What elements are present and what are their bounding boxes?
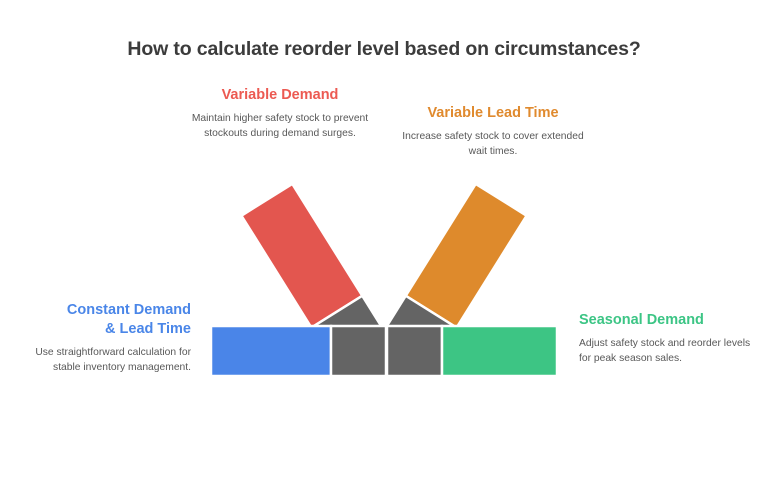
callout-variable-lead-time-heading: Variable Lead Time [427, 105, 559, 121]
variable-demand-unit [239, 182, 395, 379]
variable-lead-time-bar [404, 182, 529, 330]
variable-demand-foot [309, 294, 395, 379]
callout-variable-lead-time: Variable Lead Time Increase safety stock… [398, 104, 588, 160]
callout-constant-heading: Constant Demand & Lead Time [20, 301, 191, 339]
variable-demand-bar [239, 182, 364, 330]
constant-demand-unit [209, 324, 388, 378]
callout-seasonal-demand-body: Adjust safety stock and reorder levels f… [579, 337, 751, 364]
variable-lead-time-foot [373, 294, 459, 379]
callout-constant-heading-line-2: & Lead Time [105, 320, 191, 337]
seasonal-demand-unit [385, 324, 559, 378]
callout-variable-demand: Variable Demand Maintain higher safety s… [186, 86, 374, 142]
callout-constant-demand-lead-time: Constant Demand & Lead Time Use straight… [20, 301, 191, 376]
callout-variable-lead-time-body: Increase safety stock to cover extended … [402, 130, 584, 157]
constant-demand-foot [329, 324, 388, 378]
constant-demand-bar [209, 324, 333, 378]
callout-constant-heading-line-1: Constant Demand [66, 302, 191, 318]
callout-seasonal-demand-heading: Seasonal Demand [579, 312, 704, 328]
seasonal-demand-foot [385, 324, 444, 378]
callout-variable-demand-body: Maintain higher safety stock to prevent … [191, 112, 369, 139]
variable-lead-time-unit [373, 182, 529, 379]
callout-constant-body: Use straightforward calculation for stab… [35, 346, 191, 373]
callout-seasonal-demand: Seasonal Demand Adjust safety stock and … [579, 311, 755, 367]
callout-variable-demand-heading: Variable Demand [221, 87, 339, 103]
page-title: How to calculate reorder level based on … [127, 38, 641, 60]
seasonal-demand-bar [440, 324, 559, 378]
